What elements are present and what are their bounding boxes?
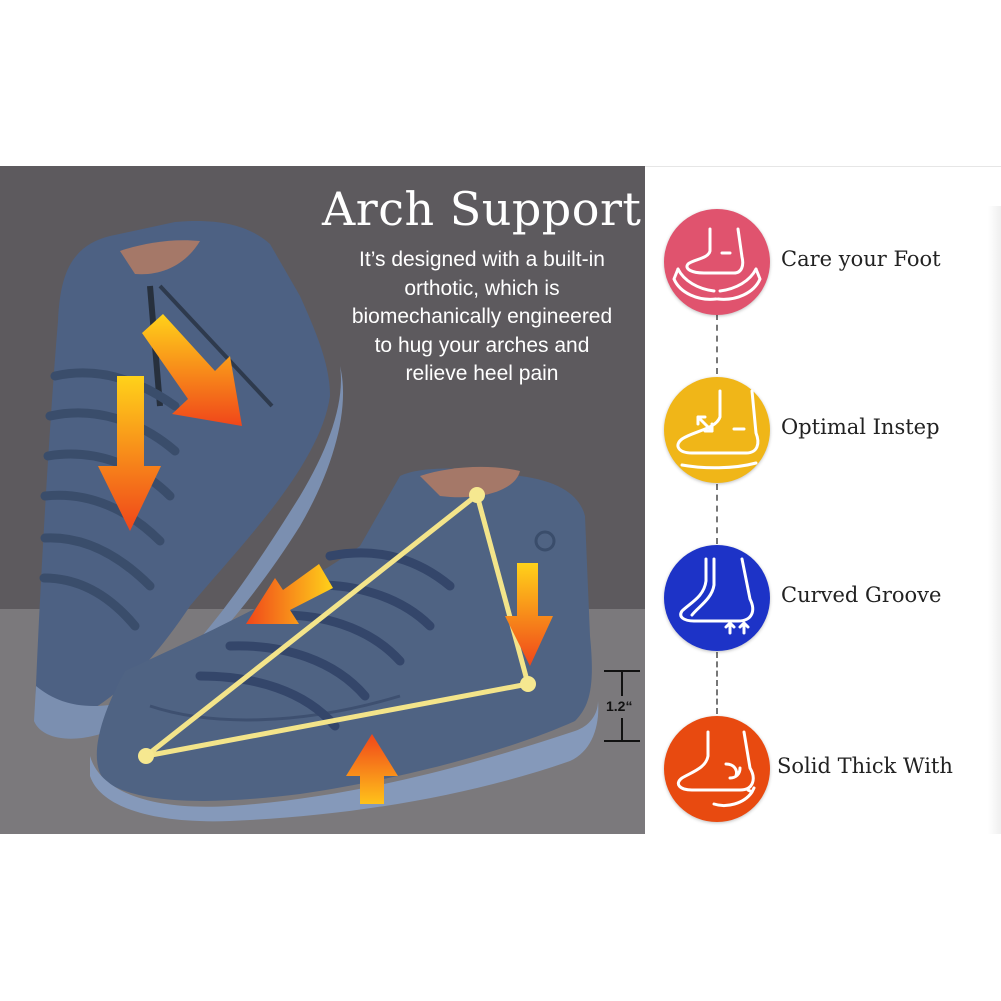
feature-label: Optimal Instep [781, 415, 940, 439]
feature-icon-bg [664, 209, 770, 315]
description-line: biomechanically engineered [351, 305, 613, 328]
foot-instep-icon [676, 389, 760, 470]
feature-label: Solid Thick With [777, 754, 953, 778]
feature-optimal-instep: Optimal Instep [664, 377, 994, 487]
pressure-arrows [98, 314, 553, 804]
panel-edge [988, 206, 1001, 834]
feature-icon-bg [664, 716, 770, 822]
hands-holding-foot-icon [672, 227, 762, 301]
feature-label: Care your Foot [781, 247, 941, 271]
shoe-illustration [34, 220, 640, 822]
feature-icon-bg [664, 545, 770, 651]
connector-line [716, 484, 718, 544]
description: It’s designed with a built-in orthotic, … [332, 246, 632, 389]
connector-line [716, 652, 718, 714]
connector-line [716, 314, 718, 374]
feature-label: Curved Groove [781, 583, 942, 607]
feature-curved-groove: Curved Groove [664, 545, 994, 655]
feature-solid-thick-with: Solid Thick With [664, 716, 994, 826]
feature-icon-bg [664, 377, 770, 483]
foot-arch-groove-icon [679, 557, 755, 635]
heel-height-label: 1.2“ [606, 698, 633, 714]
description-line: relieve heel pain [405, 362, 559, 385]
front-shoe [90, 466, 599, 822]
height-bracket [604, 670, 640, 742]
feature-care-your-foot: Care your Foot [664, 209, 994, 319]
product-banner: Arch Support It’s designed with a built-… [0, 166, 1001, 834]
headline: Arch Support [322, 182, 642, 236]
description-line: It’s designed with a built-in [359, 248, 605, 271]
product-photo: Arch Support It’s designed with a built-… [0, 166, 645, 834]
heel-cushion-icon [676, 730, 756, 807]
arch-triangle [138, 487, 536, 764]
description-line: to hug your arches and [374, 333, 590, 357]
description-line: orthotic, which is [404, 276, 560, 300]
